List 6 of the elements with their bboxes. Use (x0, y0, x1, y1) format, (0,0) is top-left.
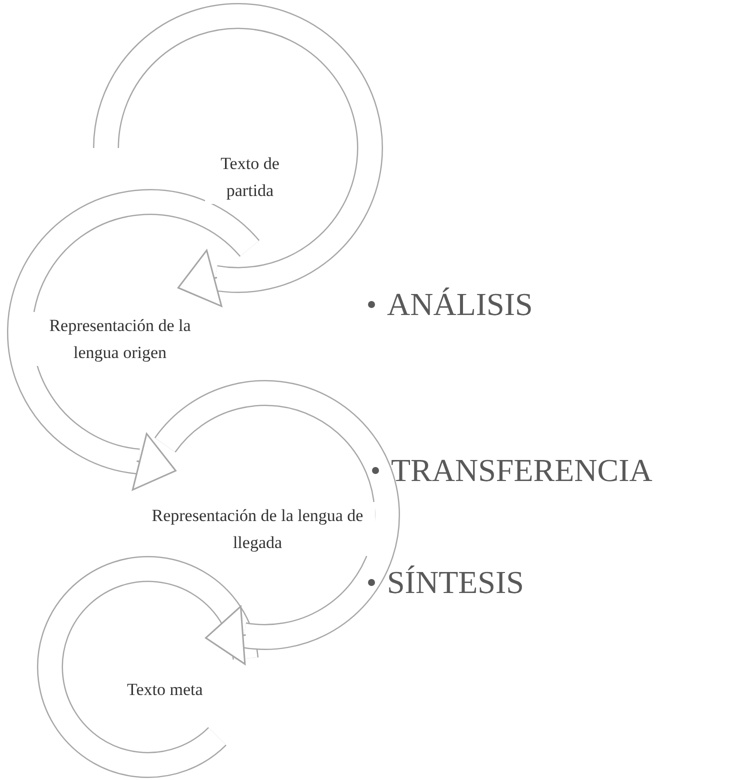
stage-label: TRANSFERENCIA (391, 451, 652, 490)
arrow (204, 606, 246, 665)
stage-label: ANÁLISIS (387, 285, 533, 324)
arrow (132, 432, 176, 491)
stage-label: SÍNTESIS (387, 563, 524, 602)
arrow (177, 250, 222, 307)
